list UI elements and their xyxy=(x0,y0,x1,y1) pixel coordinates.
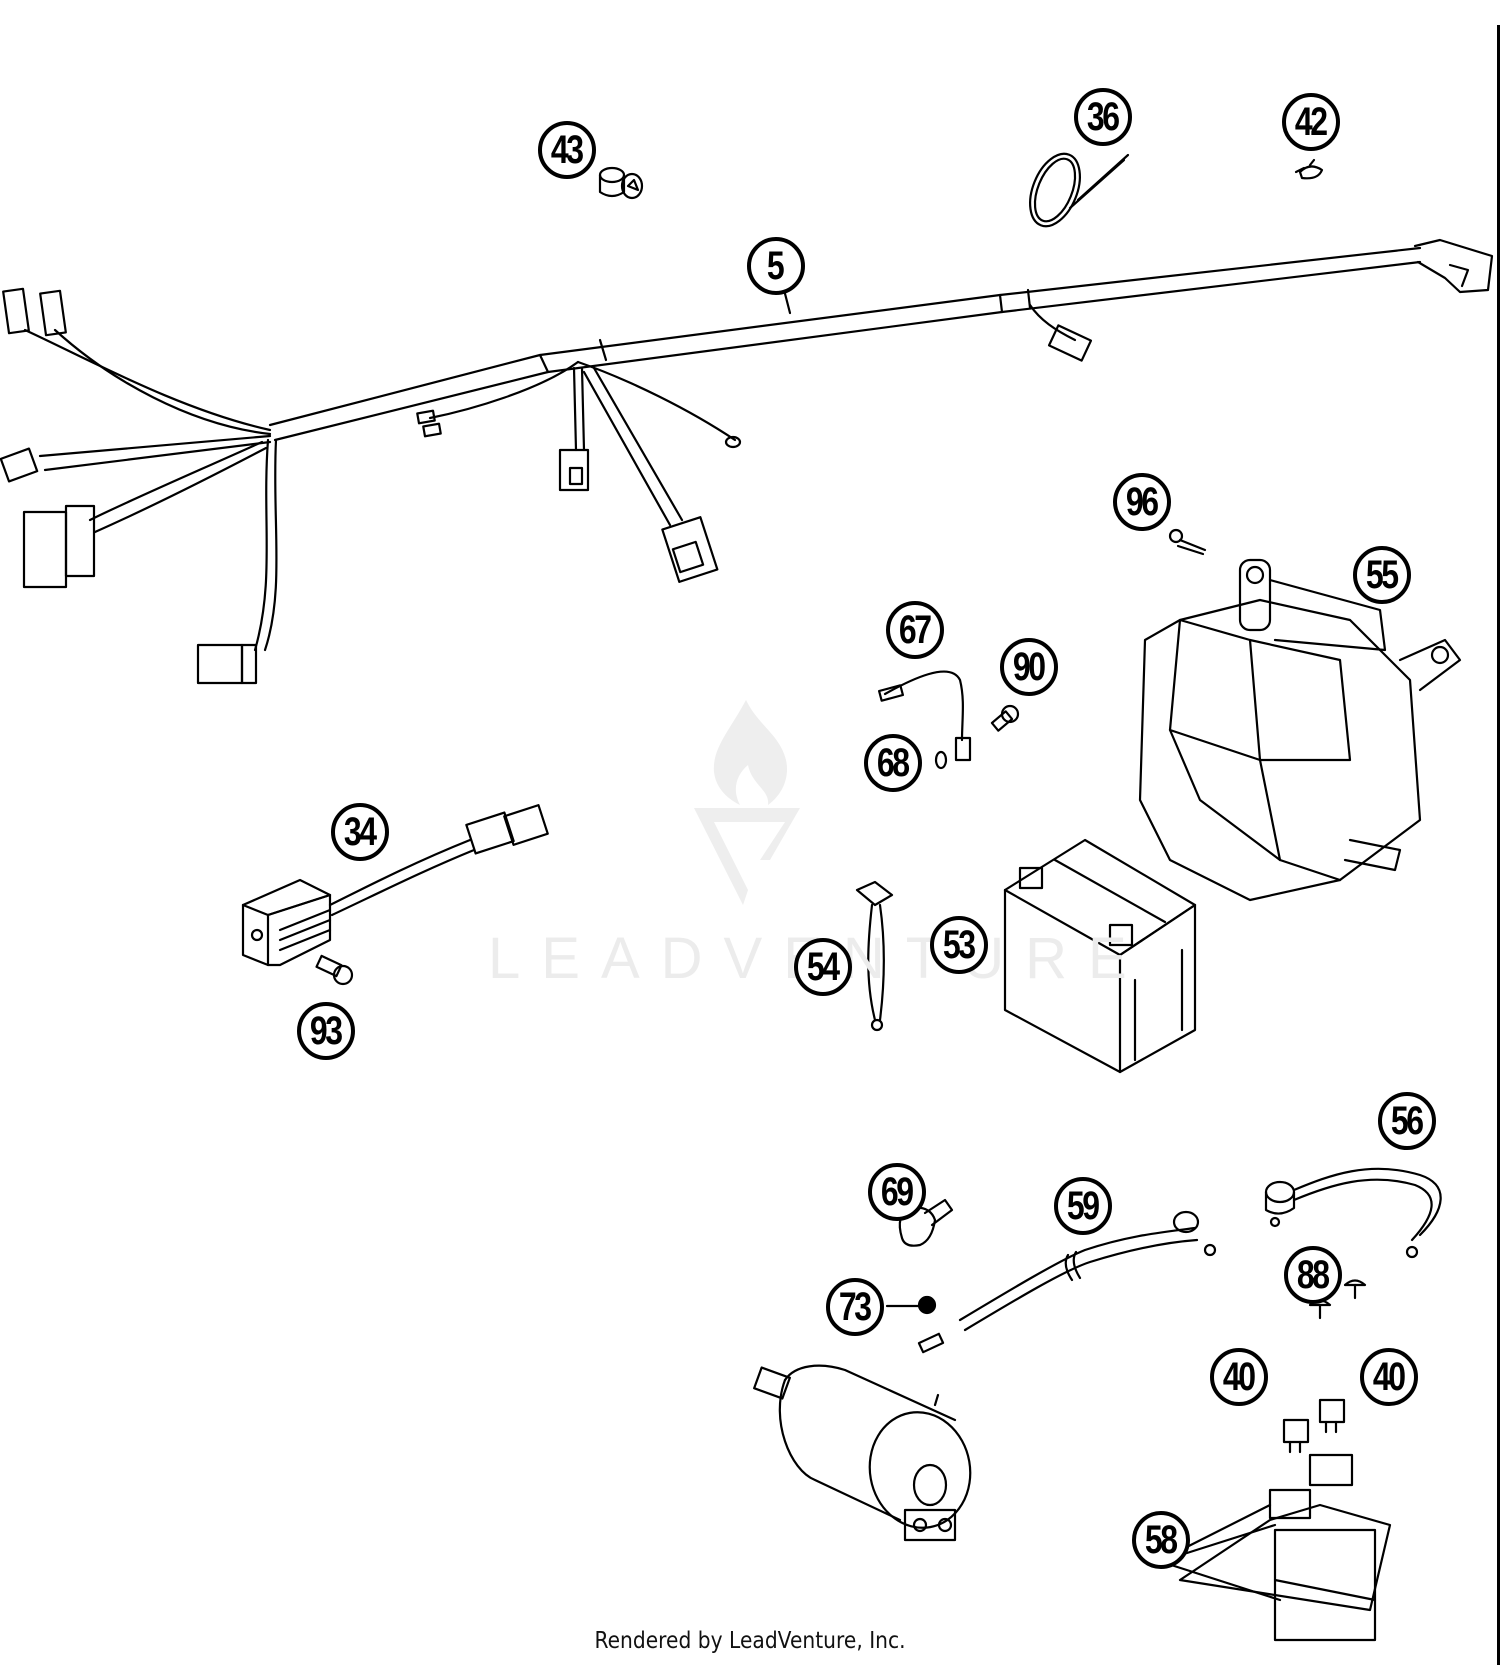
battery-strap-drawing xyxy=(855,880,894,1032)
grommet-drawing xyxy=(598,166,644,200)
washer-drawing xyxy=(934,750,948,770)
footer-credit: Rendered by LeadVenture, Inc. xyxy=(594,1628,906,1654)
screw-90-drawing xyxy=(990,704,1020,732)
ground-wire-drawing xyxy=(877,670,972,762)
cable-tie-drawing xyxy=(1029,152,1130,228)
callout-59[interactable]: 59 xyxy=(1054,1177,1112,1235)
callout-67[interactable]: 67 xyxy=(886,601,944,659)
callout-43[interactable]: 43 xyxy=(538,121,596,179)
nut-drawing xyxy=(885,1295,937,1315)
battery-box-drawing xyxy=(1138,558,1462,902)
callout-90[interactable]: 90 xyxy=(1000,638,1058,696)
callout-5[interactable]: 5 xyxy=(747,237,805,295)
battery-drawing xyxy=(1003,838,1197,1074)
callout-34[interactable]: 34 xyxy=(331,803,389,861)
voltage-regulator-drawing xyxy=(241,804,549,967)
callout-73[interactable]: 73 xyxy=(826,1278,884,1336)
callout-96[interactable]: 96 xyxy=(1113,473,1171,531)
callout-54[interactable]: 54 xyxy=(794,938,852,996)
starter-motor-drawing xyxy=(753,1364,972,1542)
callout-56[interactable]: 56 xyxy=(1378,1092,1436,1150)
clip-drawing xyxy=(1294,158,1324,180)
callout-88[interactable]: 88 xyxy=(1284,1246,1342,1304)
callout-36[interactable]: 36 xyxy=(1074,88,1132,146)
starter-cable-drawing xyxy=(917,1210,1217,1354)
starter-relay-drawing xyxy=(1163,1453,1392,1642)
wiring-harness-drawing xyxy=(0,238,1494,685)
callout-69[interactable]: 69 xyxy=(868,1163,926,1221)
watermark-logo-icon xyxy=(694,700,800,905)
callout-58[interactable]: 58 xyxy=(1132,1511,1190,1569)
callout-53[interactable]: 53 xyxy=(930,916,988,974)
callout-42[interactable]: 42 xyxy=(1282,93,1340,151)
screw-93-drawing xyxy=(315,954,354,986)
callout-40-right[interactable]: 40 xyxy=(1360,1348,1418,1406)
frame-border xyxy=(1497,25,1500,1665)
screw-96-drawing xyxy=(1168,528,1207,556)
callout-68[interactable]: 68 xyxy=(864,734,922,792)
callout-93[interactable]: 93 xyxy=(297,1002,355,1060)
callout-55[interactable]: 55 xyxy=(1353,546,1411,604)
callout-40-left[interactable]: 40 xyxy=(1210,1348,1268,1406)
fuses-drawing xyxy=(1282,1398,1346,1454)
ground-cable-drawing xyxy=(1264,1167,1442,1259)
